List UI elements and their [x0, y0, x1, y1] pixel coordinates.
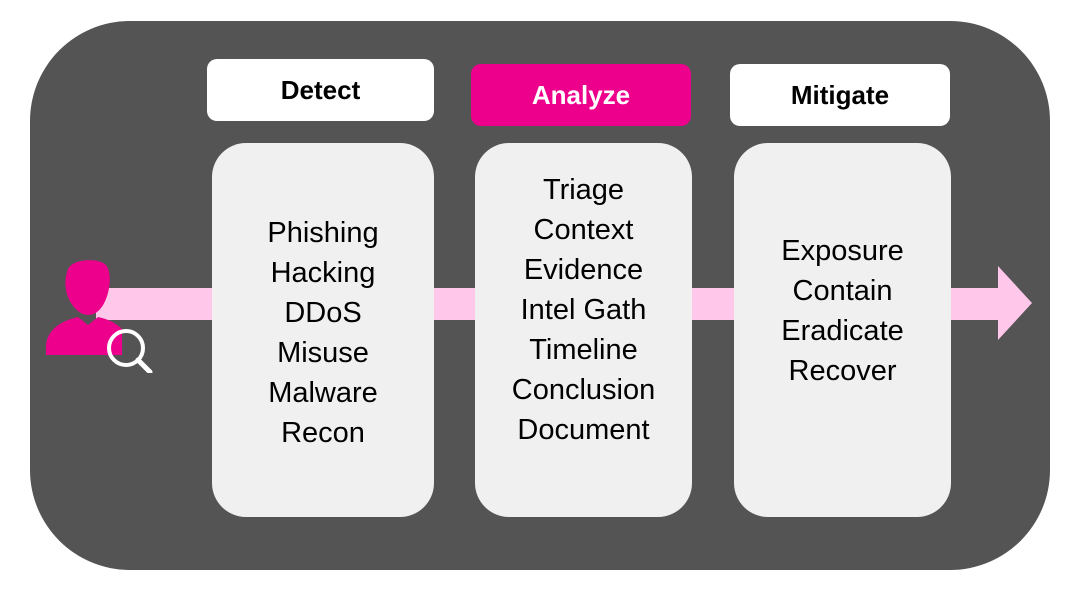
stage-item: Recon — [281, 417, 365, 449]
person-search-icon — [46, 260, 153, 373]
stage-item: Eradicate — [781, 315, 904, 347]
person-head — [65, 260, 110, 315]
stage-item: Intel Gath — [520, 294, 647, 326]
stage-item: Document — [517, 414, 650, 446]
stage-item: Exposure — [781, 235, 904, 267]
stage-header-analyze: Analyze — [471, 64, 691, 126]
stage-item: Context — [533, 214, 634, 246]
stage-item: Hacking — [270, 257, 376, 289]
stage-item: Timeline — [529, 334, 638, 366]
stage-card-analyze: Triage Context Evidence Intel Gath Timel… — [475, 143, 692, 517]
stage-item: Recover — [788, 355, 897, 387]
stage-item: Misuse — [277, 337, 369, 369]
stage-card-detect: Phishing Hacking DDoS Misuse Malware Rec… — [212, 143, 434, 517]
stage-item: Malware — [268, 377, 378, 409]
person-body — [46, 317, 122, 355]
stage-item: DDoS — [284, 297, 362, 329]
flow-arrow-head — [998, 266, 1032, 340]
stage-card-mitigate: Exposure Contain Eradicate Recover — [734, 143, 951, 517]
stage-item: Phishing — [267, 217, 379, 249]
stage-item: Triage — [542, 174, 625, 206]
stage-item: Evidence — [523, 254, 644, 286]
magnifier-lens — [107, 329, 145, 367]
stage-item: Conclusion — [511, 374, 656, 406]
magnifier-handle — [135, 357, 153, 373]
stage-item: Contain — [792, 275, 893, 307]
stage-header-mitigate: Mitigate — [730, 64, 950, 126]
stage-header-detect: Detect — [207, 59, 434, 121]
